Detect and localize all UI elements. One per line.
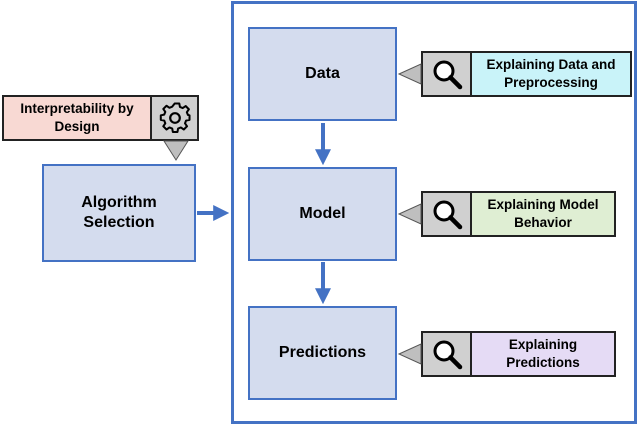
explaining-predictions-label: Explaining Predictions [506,337,580,370]
explaining-data-box: Explaining Data and Preprocessing [421,51,632,97]
predictions-box: Predictions [248,306,397,400]
model-box-label: Model [299,205,346,222]
predictions-box-label: Predictions [278,344,367,361]
pointer-design [163,140,189,161]
algorithm-selection-label: Algorithm Selection [81,194,157,231]
interpretability-by-design-label: Interpretability by Design [20,101,134,134]
explaining-predictions-box: Explaining Predictions [421,331,616,377]
magnifier-icon [423,193,472,235]
pipeline-frame [231,1,637,424]
data-box: Data [248,27,397,121]
explaining-model-label: Explaining Model Behavior [487,197,599,230]
model-box: Model [248,167,397,261]
interpretability-by-design-box: Interpretability by Design [2,95,199,141]
explaining-data-label: Explaining Data and Preprocessing [486,57,616,90]
magnifier-icon [423,333,472,375]
gear-icon [150,97,197,139]
magnifier-icon [423,53,472,95]
explaining-model-box: Explaining Model Behavior [421,191,616,237]
data-box-label: Data [305,65,340,82]
algorithm-selection-box: Algorithm Selection [42,164,196,262]
